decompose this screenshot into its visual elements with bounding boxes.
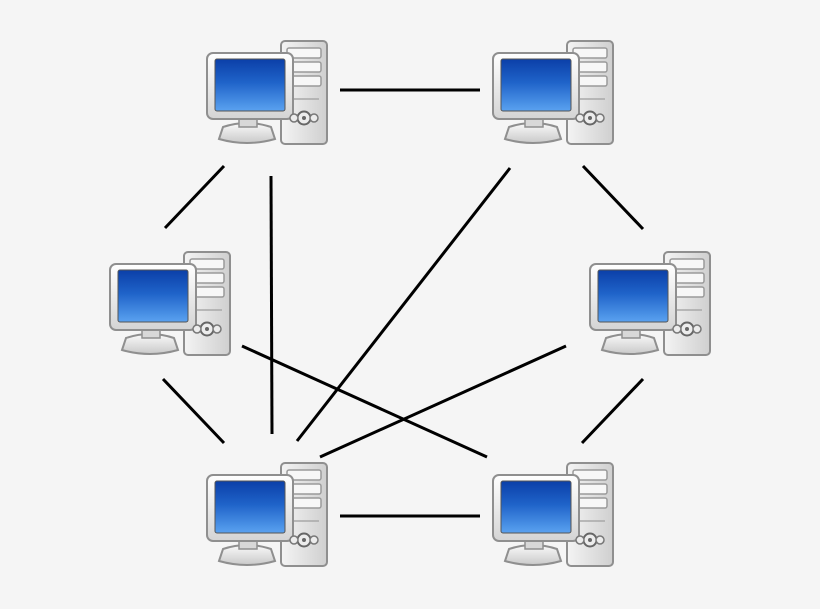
- desktop-computer-icon: [492, 40, 614, 145]
- desktop-computer-icon: [109, 251, 231, 356]
- link-top-left-bottom-left: [269, 175, 274, 435]
- desktop-computer-icon: [206, 40, 328, 145]
- desktop-computer-icon: [492, 462, 614, 567]
- connection-lines: [161, 88, 645, 518]
- desktop-computer-icon: [206, 462, 328, 567]
- link-middle-right-bottom-left: [319, 344, 567, 459]
- link-top-right-bottom-left: [295, 167, 512, 442]
- link-middle-left-bottom-right: [241, 344, 488, 459]
- link-top-left-middle-left: [163, 164, 226, 230]
- link-middle-left-bottom-left: [161, 377, 226, 445]
- computer-nodes: [109, 40, 711, 567]
- link-top-right-middle-right: [581, 164, 645, 231]
- desktop-computer-icon: [589, 251, 711, 356]
- link-middle-right-bottom-right: [580, 377, 645, 445]
